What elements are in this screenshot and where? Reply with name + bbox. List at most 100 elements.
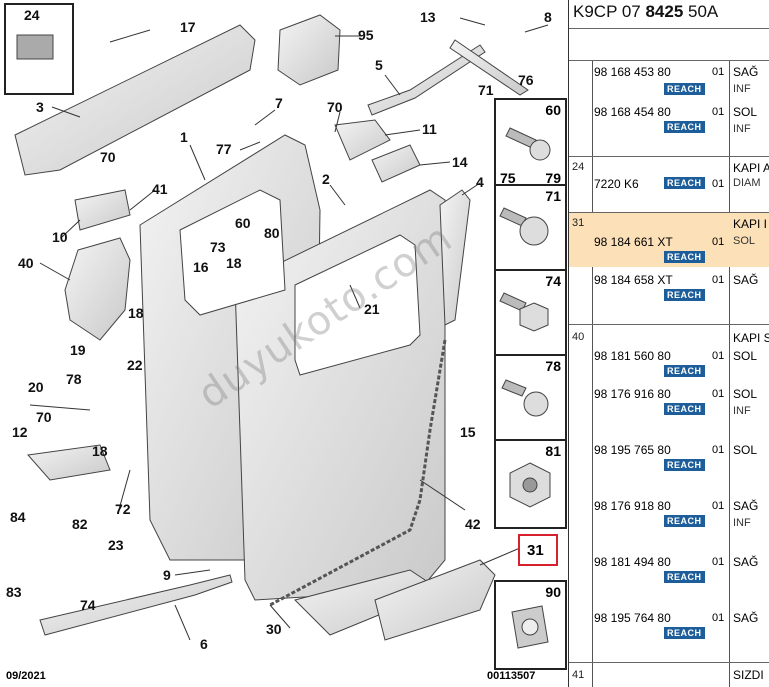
callout-12[interactable]: 12 [12,424,28,440]
callout-7[interactable]: 7 [275,95,283,111]
fastener-78-label: 78 [545,358,561,374]
callout-1[interactable]: 1 [180,129,188,145]
callout-22[interactable]: 22 [127,357,143,373]
callout-71[interactable]: 71 [478,82,494,98]
bolt-icon [499,207,549,246]
table-row[interactable]: 41 SIZDI [569,662,769,687]
callout-76[interactable]: 76 [518,72,534,88]
callout-21[interactable]: 21 [364,301,380,317]
fastener-box-74: 74 [494,269,567,359]
part-number: 98 168 453 80 [594,65,671,79]
callout-83[interactable]: 83 [6,584,22,600]
fastener-box-78: 78 [494,354,567,444]
callout-5[interactable]: 5 [375,57,383,73]
callout-2[interactable]: 2 [322,171,330,187]
callout-40[interactable]: 40 [18,255,34,271]
reach-badge: REACH [664,459,705,471]
callout-3[interactable]: 3 [36,99,44,115]
callout-18-b[interactable]: 18 [128,305,144,321]
part-number: 98 176 916 80 [594,387,671,401]
callout-70-mid[interactable]: 70 [100,149,116,165]
callout-8[interactable]: 8 [544,9,552,25]
description: SIZDI [733,668,764,682]
callout-17[interactable]: 17 [180,19,196,35]
callout-82[interactable]: 82 [72,516,88,532]
part-number: 98 181 494 80 [594,555,671,569]
callout-41[interactable]: 41 [152,181,168,197]
sub-description: SOL [733,349,758,363]
description: SOL [733,387,758,401]
callout-84[interactable]: 84 [10,509,26,525]
highlight-31-label: 31 [527,542,544,559]
fastener-71-label: 71 [545,188,561,204]
description: KAPI S [733,331,769,345]
callout-20[interactable]: 20 [28,379,44,395]
callout-60[interactable]: 60 [235,215,251,231]
parts-drawing [14,14,549,641]
screw-icon [501,379,549,417]
fastener-box-60: 60 75 79 [494,98,567,190]
fastener-60-label: 60 [545,102,561,118]
callout-18-a[interactable]: 18 [226,255,242,271]
callout-30[interactable]: 30 [266,621,282,637]
part-number: 98 195 765 80 [594,443,671,457]
table-row[interactable]: 24 7220 K6 REACH 01 KAPI A DIAM [569,156,769,213]
callout-23[interactable]: 23 [108,537,124,553]
quantity: 01 [712,236,725,248]
reach-badge: REACH [664,251,705,263]
callout-16[interactable]: 16 [193,259,209,275]
group-number: 40 [572,331,585,343]
callout-13[interactable]: 13 [420,9,436,25]
callout-42[interactable]: 42 [465,516,481,532]
model-code-suffix: 50A [683,2,719,21]
quantity: 01 [712,444,725,456]
bolt-icon [499,292,549,332]
callout-10[interactable]: 10 [52,229,68,245]
table-row[interactable]: 98 168 453 80 REACH 01 SAĞ INF 98 168 45… [569,60,769,157]
quantity: 01 [712,350,725,362]
callout-19[interactable]: 19 [70,342,86,358]
callout-11[interactable]: 11 [422,121,437,137]
callout-6[interactable]: 6 [200,636,208,652]
quantity: 01 [712,274,725,286]
callout-72[interactable]: 72 [115,501,131,517]
sub-description: SOL [733,235,756,247]
part-31-highlight[interactable]: 31 [518,534,558,566]
part-number: 7220 K6 [594,177,639,191]
callout-9[interactable]: 9 [163,567,171,583]
callout-73[interactable]: 73 [210,239,226,255]
callout-15[interactable]: 15 [460,424,476,440]
fastener-box-71: 71 [494,184,567,274]
callout-80[interactable]: 80 [264,225,280,241]
description: KAPI A [733,161,769,175]
reach-badge: REACH [664,515,705,527]
callout-4[interactable]: 4 [476,174,484,190]
fastener-81-label: 81 [545,443,561,459]
sub-description: INF [733,83,751,95]
callout-70-top[interactable]: 70 [327,99,343,115]
callout-74[interactable]: 74 [80,597,96,613]
reach-badge: REACH [664,121,705,133]
table-row-selected[interactable]: 31 98 184 661 XT REACH 01 KAPI I SOL 98 … [569,212,769,325]
callout-24[interactable]: 24 [24,7,40,23]
callout-95[interactable]: 95 [358,27,374,43]
callout-78[interactable]: 78 [66,371,82,387]
table-row[interactable]: 40 KAPI S 98 181 560 80 REACH 01 SOL 98 … [569,324,769,663]
diagram-date: 09/2021 [6,670,46,682]
fastener-box-90: 90 [494,580,567,670]
callout-14[interactable]: 14 [452,154,468,170]
callout-77[interactable]: 77 [216,141,232,157]
part-number: 98 195 764 80 [594,611,671,625]
column-divider [729,60,730,687]
quantity: 01 [712,556,725,568]
fastener-79-label: 79 [545,170,561,186]
diagram-reference: 00113507 [487,670,536,682]
callout-70-low[interactable]: 70 [36,409,52,425]
inset-box-24 [4,3,74,95]
reach-badge: REACH [664,365,705,377]
description: SAĞ [733,499,759,513]
model-code-bold: 8425 [645,2,684,21]
model-code-prefix: K9CP 07 [573,2,646,21]
callout-18-c[interactable]: 18 [92,443,108,459]
part-number: 98 181 560 80 [594,349,671,363]
